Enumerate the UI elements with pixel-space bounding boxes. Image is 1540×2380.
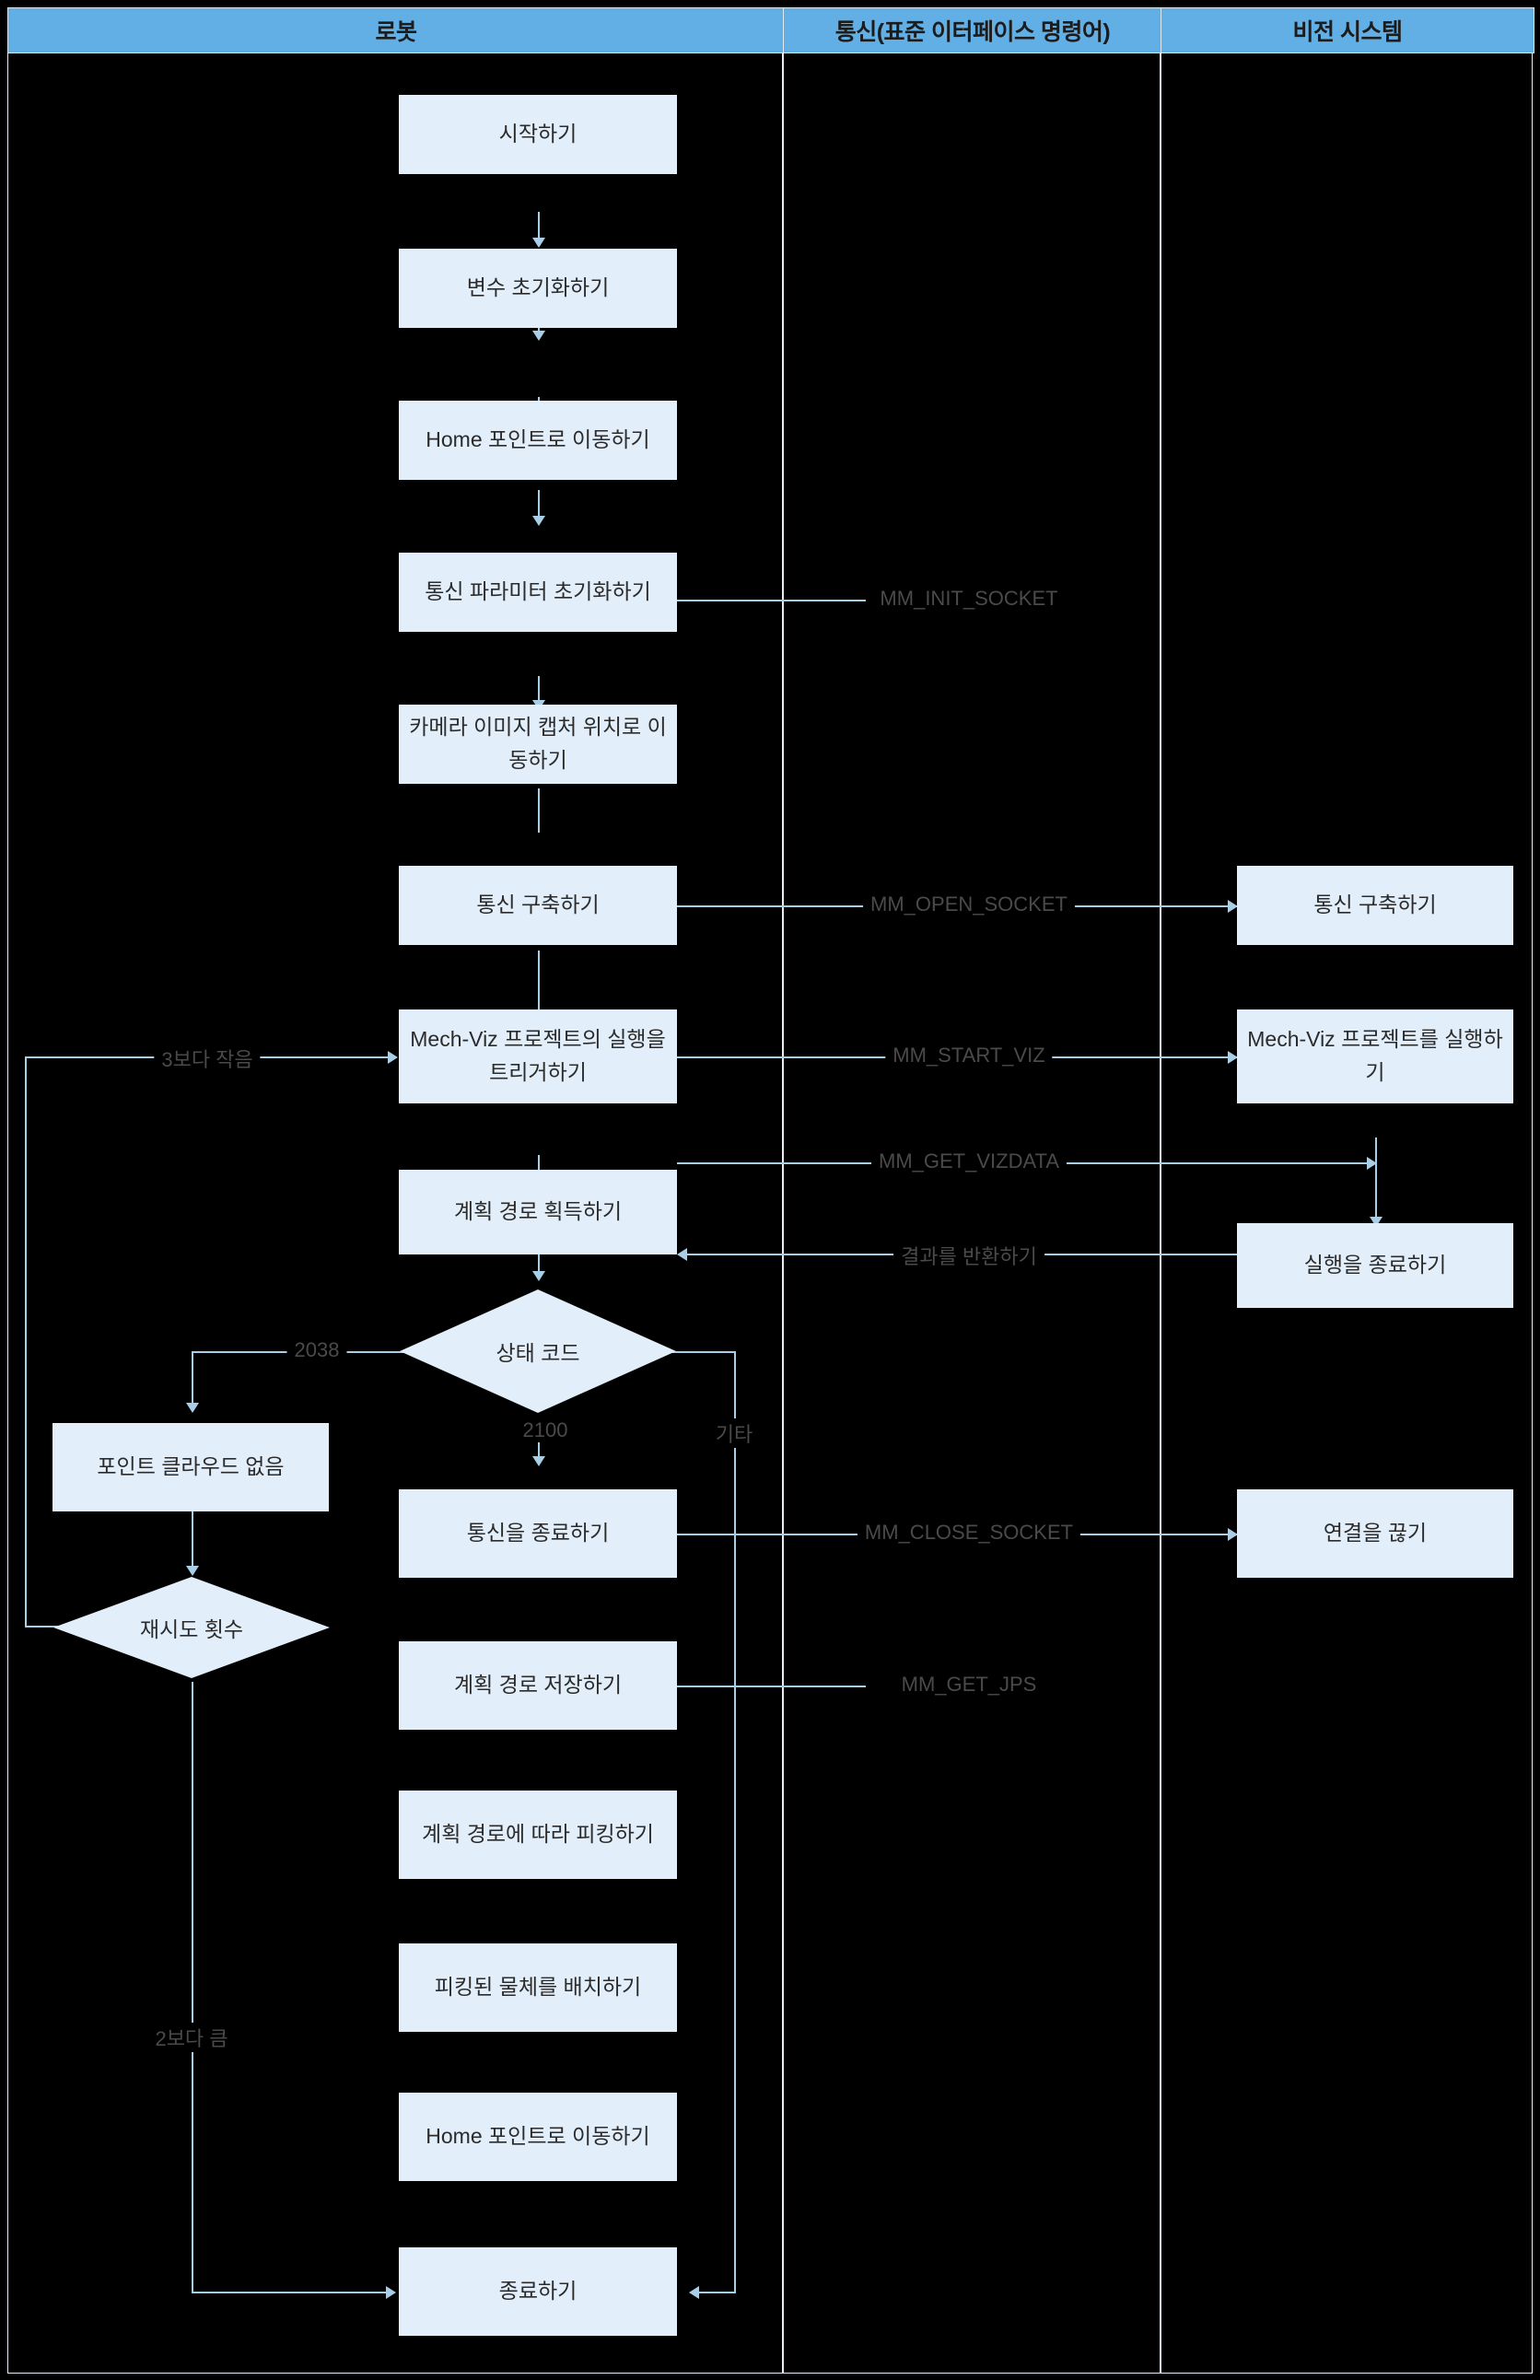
arrowhead-initvar-movehome1 bbox=[532, 238, 545, 248]
lane-header-robot-label: 로봇 bbox=[375, 19, 417, 45]
node-end[interactable]: 종료하기 bbox=[399, 2247, 677, 2336]
node-init-comm[interactable]: 통신 파라미터 초기화하기 bbox=[399, 553, 677, 632]
connector-savepath-pick bbox=[538, 1247, 540, 1277]
connector-lt3-from-retry bbox=[25, 1626, 75, 1628]
node-vision-disconnect[interactable]: 연결을 끊기 bbox=[1237, 1489, 1513, 1578]
arrowhead-gt2-end bbox=[386, 2286, 396, 2299]
arrowhead-savepath-pick bbox=[532, 1271, 545, 1281]
arrowhead-vrunviz-vendrun bbox=[1370, 1217, 1382, 1227]
node-close-comm[interactable]: 통신을 종료하기 bbox=[399, 1489, 677, 1578]
node-save-path[interactable]: 계획 경로 저장하기 bbox=[399, 1641, 677, 1730]
edge-label-other: 기타 bbox=[707, 1418, 761, 1448]
connector-place-movehome2 bbox=[538, 1432, 540, 1462]
lane-body-robot bbox=[7, 52, 783, 2374]
lane-header-comm: 통신(표준 이터페이스 명령어) bbox=[783, 7, 1162, 53]
connector-other-vertical bbox=[734, 1351, 736, 2292]
node-status-code-label: 상태 코드 bbox=[496, 1341, 580, 1365]
node-move-home-2-label: Home 포인트로 이동하기 bbox=[426, 2124, 650, 2149]
lane-bottom-border bbox=[7, 2373, 1533, 2374]
node-place-label: 피킹된 물체를 배치하기 bbox=[434, 1975, 642, 2000]
node-vision-open-comm-label: 통신 구축하기 bbox=[1313, 892, 1437, 917]
connector-gt2-horizontal bbox=[192, 2292, 388, 2293]
node-start-label: 시작하기 bbox=[498, 122, 578, 146]
node-move-home-2[interactable]: Home 포인트로 이동하기 bbox=[399, 2093, 677, 2181]
node-trigger-viz-label: Mech-Viz 프로젝트의 실행을 트리거하기 bbox=[410, 1027, 666, 1084]
comm-label-get-vizdata: MM_GET_VIZDATA bbox=[871, 1149, 1067, 1173]
connector-gt2-vertical bbox=[192, 1682, 193, 2292]
node-init-comm-label: 통신 파라미터 초기화하기 bbox=[425, 579, 651, 604]
node-open-comm-label: 통신 구축하기 bbox=[476, 892, 600, 917]
connector-movecapture-opencomm bbox=[538, 490, 540, 521]
edge-label-less-than-3: 3보다 작음 bbox=[154, 1044, 261, 1073]
arrowhead-movehome1-initcomm bbox=[532, 331, 545, 341]
edge-label-greater-than-2: 2보다 큼 bbox=[147, 2023, 236, 2052]
lane-header-comm-label: 통신(표준 이터페이스 명령어) bbox=[834, 19, 1111, 45]
lane-body-vision bbox=[1161, 52, 1533, 2374]
node-move-home-1-label: Home 포인트로 이동하기 bbox=[426, 427, 650, 452]
node-get-path[interactable]: 계획 경로 획득하기 bbox=[399, 1170, 677, 1254]
node-start[interactable]: 시작하기 bbox=[399, 95, 677, 174]
arrowhead-get-vizdata bbox=[1367, 1157, 1377, 1170]
node-close-comm-label: 통신을 종료하기 bbox=[466, 1521, 610, 1546]
arrowhead-2038-nocloud bbox=[186, 1403, 199, 1413]
connector-other-horizontal-bottom bbox=[698, 2292, 736, 2293]
node-vision-disconnect-label: 연결을 끊기 bbox=[1323, 1521, 1428, 1546]
node-move-capture[interactable]: 카메라 이미지 캡처 위치로 이동하기 bbox=[399, 705, 677, 784]
lane-header-vision-label: 비전 시스템 bbox=[1292, 19, 1403, 45]
comm-label-init-socket: MM_INIT_SOCKET bbox=[872, 587, 1066, 611]
node-vision-run-viz[interactable]: Mech-Viz 프로젝트를 실행하기 bbox=[1237, 1009, 1513, 1103]
arrowhead-close-socket bbox=[1228, 1528, 1238, 1541]
arrowhead-movecapture-opencomm bbox=[532, 516, 545, 526]
edge-label-2038: 2038 bbox=[286, 1338, 347, 1362]
arrowhead-start-viz bbox=[1228, 1051, 1238, 1064]
connector-statuscode-closecomm bbox=[538, 951, 540, 1056]
node-get-path-label: 계획 경로 획득하기 bbox=[453, 1199, 623, 1224]
node-place[interactable]: 피킹된 물체를 배치하기 bbox=[399, 1943, 677, 2032]
node-open-comm[interactable]: 통신 구축하기 bbox=[399, 866, 677, 945]
node-end-label: 종료하기 bbox=[498, 2279, 578, 2304]
connector-lt3-vertical bbox=[25, 1057, 27, 1628]
connector-triggerviz-getpath bbox=[538, 676, 540, 706]
node-trigger-viz[interactable]: Mech-Viz 프로젝트의 실행을 트리거하기 bbox=[399, 1009, 677, 1103]
comm-label-close-socket: MM_CLOSE_SOCKET bbox=[857, 1521, 1081, 1545]
arrowhead-other-end bbox=[689, 2286, 699, 2299]
comm-label-start-viz: MM_START_VIZ bbox=[885, 1044, 1053, 1068]
arrowhead-open-socket bbox=[1228, 900, 1238, 913]
edge-label-2100: 2100 bbox=[515, 1418, 576, 1442]
node-pick[interactable]: 계획 경로에 따라 피킹하기 bbox=[399, 1791, 677, 1879]
connector-init-socket bbox=[677, 600, 866, 601]
comm-label-return-result: 결과를 반환하기 bbox=[893, 1241, 1044, 1270]
node-retry-count-label: 재시도 횟수 bbox=[139, 1617, 244, 1641]
lane-header-vision: 비전 시스템 bbox=[1161, 7, 1534, 53]
node-vision-end-run[interactable]: 실행을 종료하기 bbox=[1237, 1223, 1513, 1308]
comm-label-get-jps: MM_GET_JPS bbox=[893, 1673, 1044, 1697]
node-move-home-1[interactable]: Home 포인트로 이동하기 bbox=[399, 401, 677, 480]
comm-label-open-socket: MM_OPEN_SOCKET bbox=[863, 892, 1075, 916]
connector-getpath-statuscode bbox=[538, 788, 540, 833]
arrowhead-return-result bbox=[677, 1248, 687, 1261]
arrowhead-nocloud-retrycount bbox=[186, 1566, 199, 1576]
node-vision-run-viz-label: Mech-Viz 프로젝트를 실행하기 bbox=[1247, 1027, 1503, 1084]
connector-get-jps bbox=[677, 1686, 866, 1687]
node-vision-open-comm[interactable]: 통신 구축하기 bbox=[1237, 866, 1513, 945]
node-pick-label: 계획 경로에 따라 피킹하기 bbox=[422, 1822, 654, 1847]
lane-header-robot: 로봇 bbox=[7, 7, 785, 53]
connector-2038-vertical bbox=[192, 1351, 193, 1408]
arrowhead-lt3-triggerviz bbox=[388, 1051, 398, 1064]
node-vision-end-run-label: 실행을 종료하기 bbox=[1303, 1253, 1447, 1278]
node-move-capture-label: 카메라 이미지 캡처 위치로 이동하기 bbox=[409, 715, 667, 772]
connector-initvar-movehome1 bbox=[538, 212, 540, 243]
node-init-var[interactable]: 변수 초기화하기 bbox=[399, 249, 677, 328]
connector-nocloud-retrycount bbox=[192, 1511, 193, 1571]
node-save-path-label: 계획 경로 저장하기 bbox=[453, 1673, 623, 1698]
lane-body-comm bbox=[783, 52, 1161, 2374]
node-no-cloud[interactable]: 포인트 클라우드 없음 bbox=[52, 1423, 329, 1511]
node-no-cloud-label: 포인트 클라우드 없음 bbox=[97, 1454, 285, 1479]
node-init-var-label: 변수 초기화하기 bbox=[466, 275, 610, 300]
arrowhead-place-movehome2 bbox=[532, 1456, 545, 1466]
connector-vrunviz-vendrun bbox=[1375, 1138, 1377, 1222]
